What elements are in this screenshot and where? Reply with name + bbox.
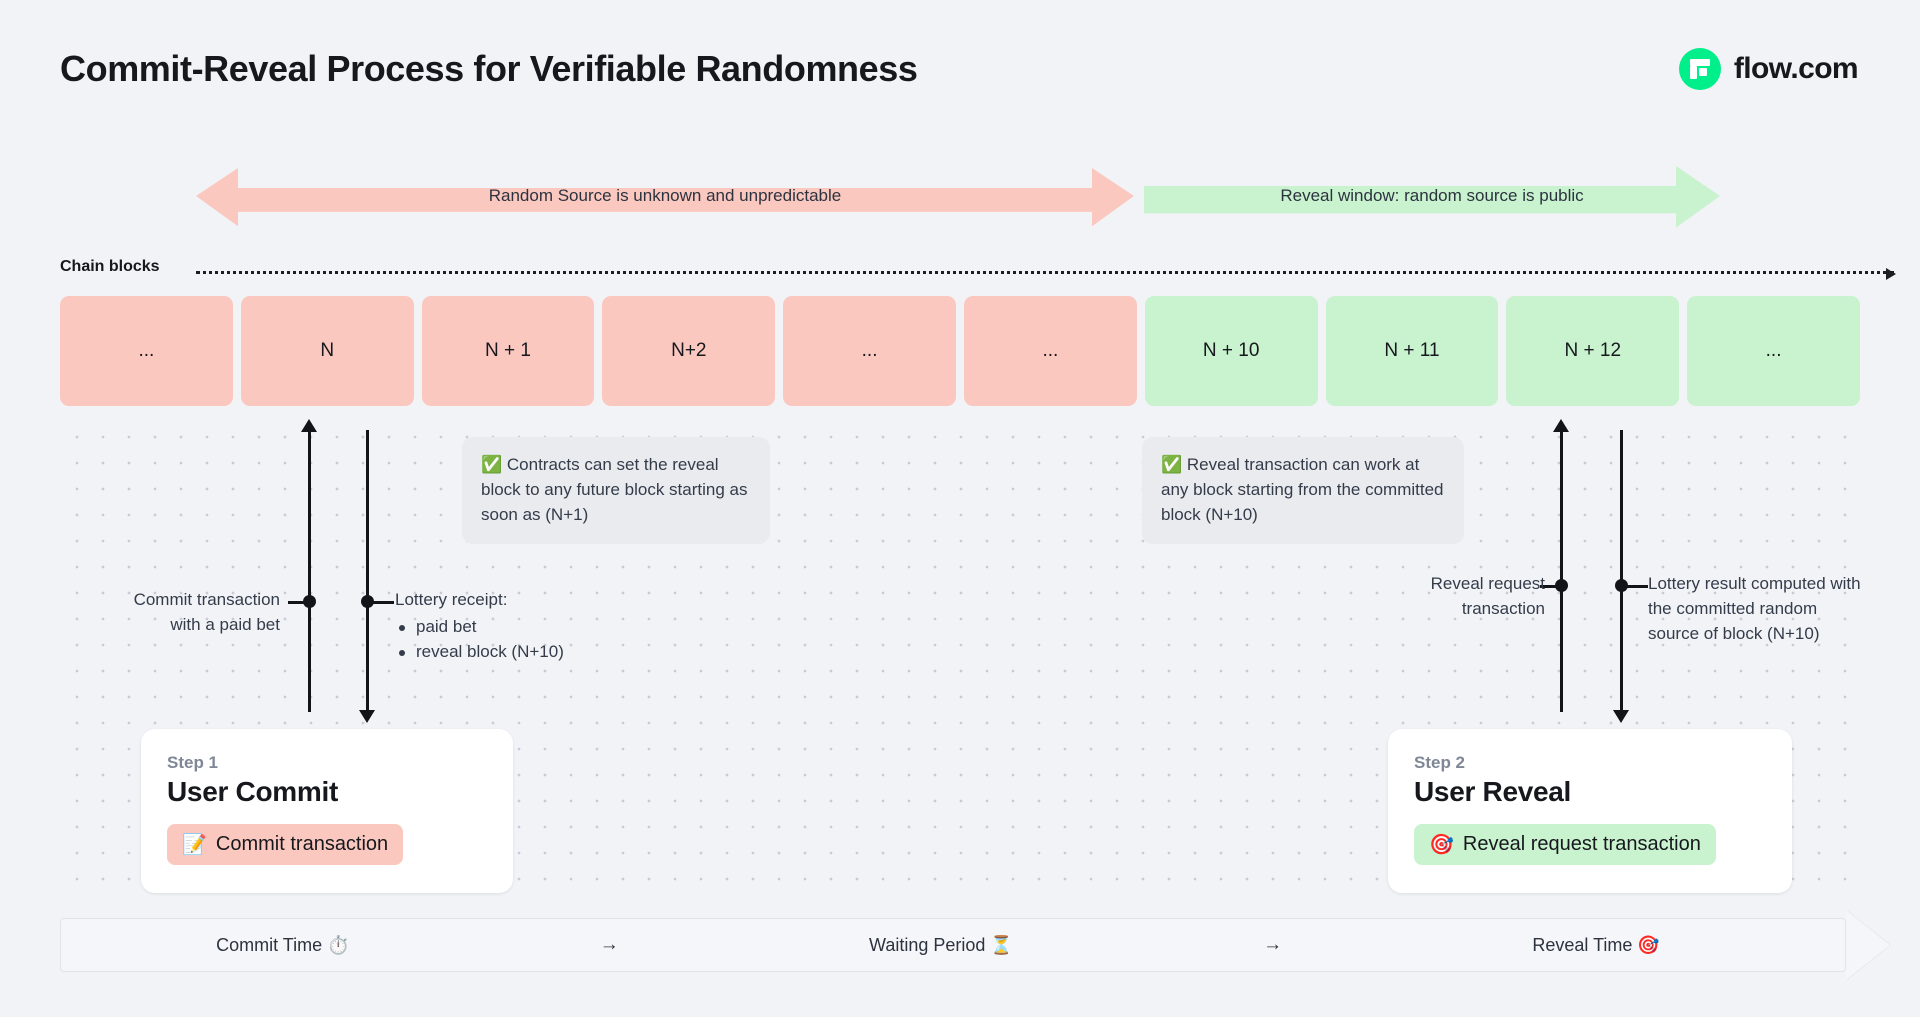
brand-logo: flow.com xyxy=(1678,48,1859,90)
step-eyebrow: Step 1 xyxy=(167,753,219,772)
chain-block: N + 10 xyxy=(1144,296,1318,406)
receipt-item: paid bet xyxy=(395,615,675,640)
phase-reveal-label: Reveal window: random source is public xyxy=(1280,186,1584,205)
commit-label-stub xyxy=(288,601,310,604)
result-down-arrow-line xyxy=(1613,430,1629,723)
phase-unknown-arrow: Random Source is unknown and unpredictab… xyxy=(196,160,1134,232)
chain-block: N+2 xyxy=(602,296,776,406)
memo-icon: 📝 xyxy=(182,834,207,856)
step-eyebrow: Step 2 xyxy=(1414,753,1466,772)
reveal-request-transaction-pill[interactable]: 🎯 Reveal request transaction xyxy=(1414,824,1716,865)
timeline-arrowhead-icon xyxy=(1846,910,1890,980)
timeline-arrow-icon: → xyxy=(1263,934,1283,955)
reveal-annotation-line1: Reveal request xyxy=(1430,574,1545,593)
reveal-request-pill-label: Reveal request transaction xyxy=(1462,833,1701,855)
callout-reveal-transaction: ✅ Reveal transaction can work at any blo… xyxy=(1142,437,1464,544)
step-card-user-commit[interactable]: Step 1 User Commit 📝 Commit transaction xyxy=(141,729,513,893)
reveal-label-stub xyxy=(1540,585,1562,588)
step-title: User Commit xyxy=(167,776,338,807)
chain-block: ... xyxy=(1687,296,1860,406)
reveal-annotation-line2: transaction xyxy=(1461,598,1545,618)
receipt-list: paid bet reveal block (N+10) xyxy=(395,615,675,665)
chain-block: ... xyxy=(60,296,233,406)
callout-contracts: ✅ Contracts can set the reveal block to … xyxy=(462,437,770,544)
commit-up-arrow-line xyxy=(301,419,317,712)
commit-annotation-line1: Commit transaction xyxy=(133,590,280,609)
result-label-stub xyxy=(1626,585,1648,588)
phase-unknown-label: Random Source is unknown and unpredictab… xyxy=(488,186,842,205)
chain-blocks-label: Chain blocks xyxy=(60,258,160,275)
timeline-bar: Commit Time ⏱️ → Waiting Period ⏳ → Reve… xyxy=(60,918,1846,972)
phase-arrow-row: Random Source is unknown and unpredictab… xyxy=(196,160,1720,232)
annotation-reveal-request: Reveal request transaction xyxy=(1330,572,1545,622)
commit-transaction-pill[interactable]: 📝 Commit transaction xyxy=(167,824,404,865)
phase-reveal-arrow: Reveal window: random source is public xyxy=(1144,160,1720,232)
reveal-up-arrow-line xyxy=(1553,419,1569,712)
step-title: User Reveal xyxy=(1414,776,1572,807)
chain-block: N + 12 xyxy=(1506,296,1680,406)
annotation-lottery-result: Lottery result computed with the committ… xyxy=(1648,574,1861,643)
timeline-stage-waiting: Waiting Period ⏳ xyxy=(869,934,1013,955)
timeline-stage-reveal: Reveal Time 🎯 xyxy=(1532,934,1660,955)
brand-name: flow.com xyxy=(1733,52,1859,85)
annotation-lottery-receipt: Lottery receipt: paid bet reveal block (… xyxy=(395,588,675,665)
page-title: Commit-Reveal Process for Verifiable Ran… xyxy=(60,48,918,89)
receipt-node-dot xyxy=(361,595,374,608)
commit-transaction-pill-label: Commit transaction xyxy=(215,833,389,855)
annotation-commit-transaction: Commit transaction with a paid bet xyxy=(60,588,280,638)
commit-annotation-line2: with a paid bet xyxy=(170,614,280,634)
receipt-item: reveal block (N+10) xyxy=(395,640,675,665)
timeline-arrow-icon: → xyxy=(599,934,619,955)
chain-block: ... xyxy=(783,296,956,406)
chain-block: N + 1 xyxy=(421,296,595,406)
step-card-user-reveal[interactable]: Step 2 User Reveal 🎯 Reveal request tran… xyxy=(1388,729,1792,893)
target-icon: 🎯 xyxy=(1429,834,1454,856)
receipt-title: Lottery receipt: xyxy=(395,590,508,609)
receipt-label-stub xyxy=(372,601,394,604)
chain-blocks-row: ... N N + 1 N+2 ... ... N + 10 N + 11 N … xyxy=(60,296,1860,406)
bottom-timeline: Commit Time ⏱️ → Waiting Period ⏳ → Reve… xyxy=(60,910,1890,980)
chain-block: ... xyxy=(963,296,1137,406)
chain-timeline-axis xyxy=(196,268,1896,280)
result-node-dot xyxy=(1615,579,1628,592)
timeline-stage-commit: Commit Time ⏱️ xyxy=(216,934,350,955)
chain-block: N + 11 xyxy=(1325,296,1499,406)
chain-block: N xyxy=(240,296,414,406)
flow-logo-icon xyxy=(1678,48,1721,90)
receipt-down-arrow-line xyxy=(359,430,375,723)
